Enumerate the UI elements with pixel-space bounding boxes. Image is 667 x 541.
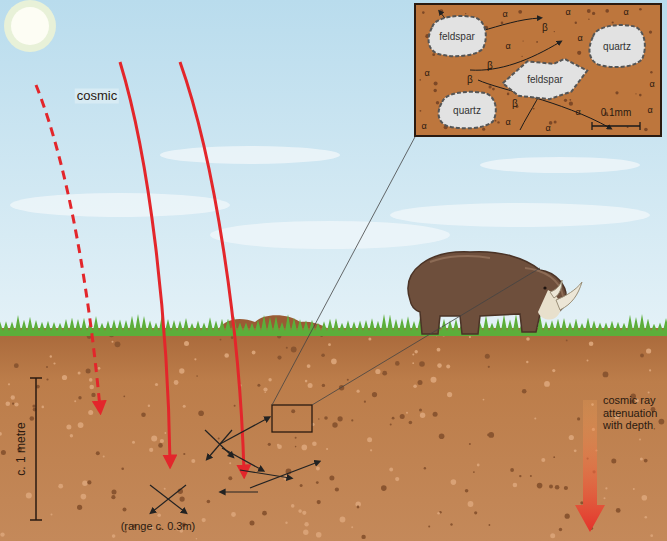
zoom-box [272, 405, 312, 432]
grain-label: feldspar [439, 31, 475, 42]
alpha-symbol: α [565, 7, 570, 17]
grain-label: quartz [603, 41, 631, 52]
beta-symbol: β [542, 22, 548, 34]
soil-grains [0, 332, 664, 540]
alpha-symbol: α [545, 123, 550, 133]
sky [0, 0, 667, 330]
attenuation-label: cosmic ray attenuation with depth [603, 394, 665, 432]
alpha-symbol: α [647, 105, 652, 115]
grain-label: feldspar [527, 74, 563, 85]
soil [0, 328, 667, 541]
beta-symbol: β [487, 60, 493, 72]
scale-label: c. 1 metre [15, 422, 29, 475]
alpha-symbol: α [421, 121, 426, 131]
scale-label: 0.1mm [601, 107, 632, 119]
beta-symbol: β [512, 98, 518, 110]
inset-scale-bar [592, 122, 640, 130]
metre-scale-bar [30, 378, 42, 520]
grain-label: quartz [453, 105, 481, 116]
cosmic-ray-dashed [36, 85, 100, 408]
beta-symbol: β [467, 74, 473, 86]
alpha-symbol: α [502, 9, 507, 19]
cosmic-ray [120, 62, 170, 462]
sun [11, 7, 49, 45]
range-label: (range c. 0.3m) [121, 520, 196, 533]
zoom-leader [312, 268, 540, 405]
attenuation-arrow [575, 400, 605, 532]
alpha-symbol: α [577, 33, 582, 43]
mineral-grain: quartz [587, 23, 647, 69]
inset-panel [415, 4, 661, 136]
inset-grains [419, 8, 652, 131]
woolly-rhino [408, 252, 582, 334]
mineral-grain: feldspar [426, 14, 488, 58]
cosmic-label: cosmic [75, 89, 119, 104]
zoom-leader [272, 135, 416, 405]
grass [0, 314, 667, 336]
mineral-grain: feldspar [501, 58, 589, 100]
sun-halo [4, 0, 56, 52]
alpha-symbol: α [505, 117, 510, 127]
clouds [10, 146, 650, 249]
mineral-grain: quartz [436, 90, 498, 130]
alpha-symbol: α [623, 7, 628, 17]
alpha-symbol: α [649, 79, 654, 89]
cosmic-ray [180, 62, 244, 472]
alpha-symbol: α [424, 68, 429, 78]
alpha-symbol: α [505, 41, 510, 51]
alpha-symbol: α [575, 107, 580, 117]
